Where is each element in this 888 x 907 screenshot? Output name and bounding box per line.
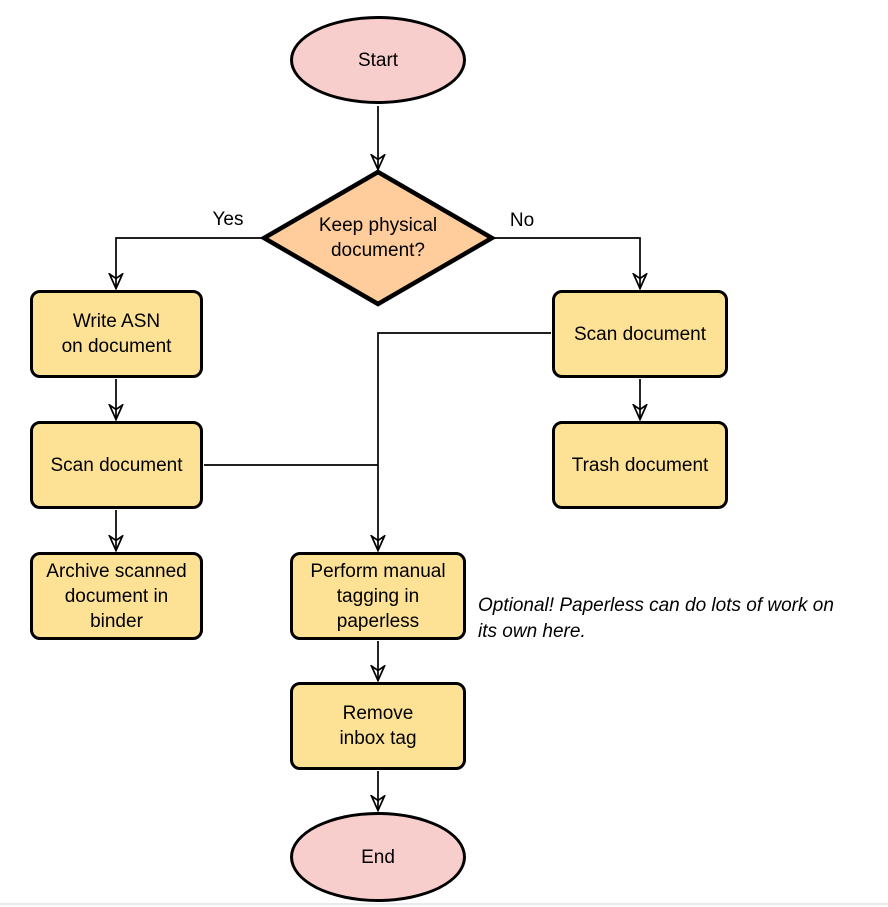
edge-scan-right-to-tagging: [378, 332, 551, 550]
node-scan-document-left: Scan document: [30, 421, 203, 509]
node-write-asn-label: Write ASN on document: [61, 311, 172, 357]
edge-label-no: No: [497, 210, 547, 232]
node-decision-label: Keep physical document?: [318, 215, 438, 261]
node-perform-manual-tagging: Perform manual tagging in paperless: [290, 552, 466, 640]
node-archive-label: Archive scanned document in binder: [46, 560, 187, 632]
node-scan-right-label: Scan document: [573, 323, 707, 345]
node-end-label: End: [361, 846, 395, 868]
node-start-label: Start: [357, 49, 399, 71]
node-scan-left-label: Scan document: [50, 454, 183, 476]
node-archive-scanned-document: Archive scanned document in binder: [30, 552, 203, 640]
node-start: Start: [290, 16, 466, 104]
edge-decision-yes-to-write: [116, 237, 266, 288]
node-tagging-label: Perform manual tagging in paperless: [310, 560, 446, 632]
node-trash-label: Trash document: [571, 454, 709, 476]
node-scan-document-right: Scan document: [552, 290, 728, 378]
diamond-shape: [260, 169, 496, 307]
node-remove-inbox-tag: Remove inbox tag: [290, 682, 466, 770]
node-trash-document: Trash document: [552, 421, 728, 509]
page-bottom-rule: [0, 903, 888, 905]
optional-note: Optional! Paperless can do lots of work …: [478, 595, 834, 642]
node-end: End: [290, 812, 466, 902]
edge-label-yes: Yes: [201, 209, 255, 231]
node-write-asn-on-document: Write ASN on document: [30, 290, 203, 378]
node-remove-label: Remove inbox tag: [339, 703, 417, 749]
edge-decision-no-to-scan-right: [490, 237, 640, 288]
node-decision-keep-physical-document: Keep physical document?: [260, 168, 496, 308]
